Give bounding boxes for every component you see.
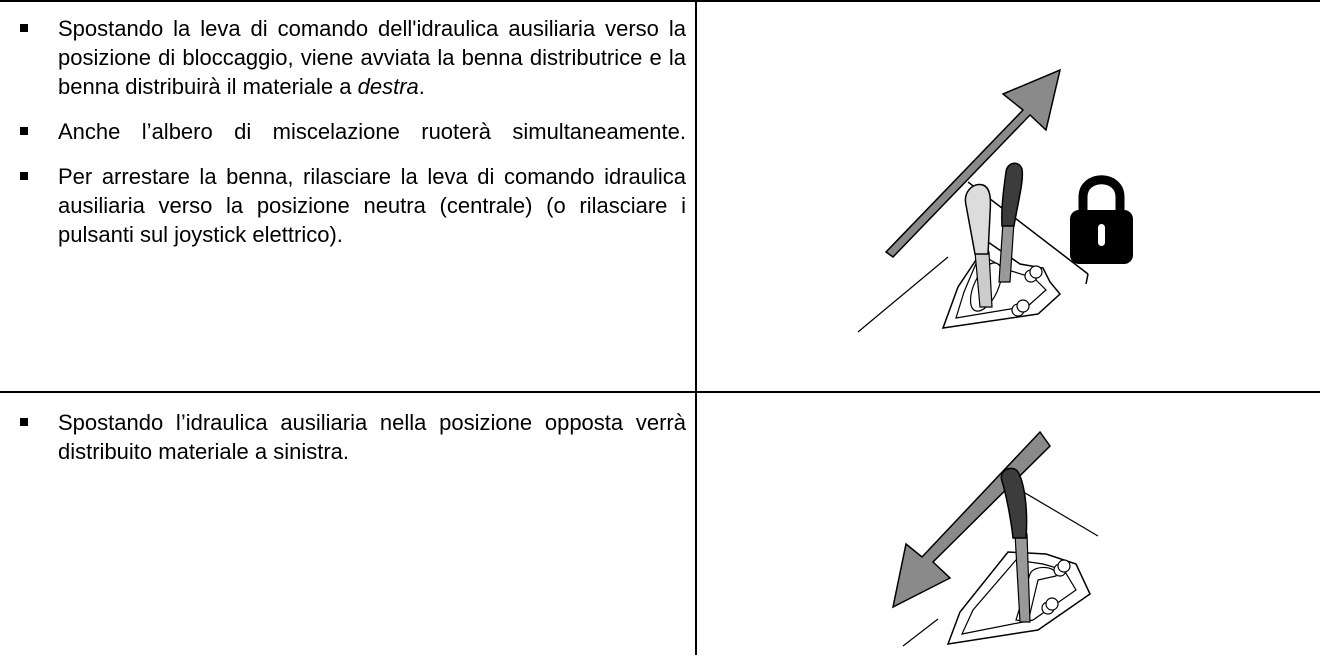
lever-dark-icon	[998, 162, 1024, 283]
list-item: Anche l’albero di miscelazione ruoterà s…	[18, 117, 686, 146]
list-item-text: Spostando l’idraulica ausiliaria nella p…	[58, 410, 686, 464]
list-item-text: Per arrestare la benna, rilasciare la le…	[58, 164, 686, 247]
lever-opposite-illustration	[891, 430, 1099, 647]
row2-illustration	[698, 394, 1318, 655]
row1-text-cell: Spostando la leva di comando dell'idraul…	[0, 14, 696, 249]
bullet-icon	[20, 172, 28, 180]
bullet-icon	[20, 24, 28, 32]
list-item: Spostando l’idraulica ausiliaria nella p…	[18, 408, 686, 466]
table-border-top	[0, 0, 1320, 2]
housing-edge-line	[857, 256, 949, 333]
housing-edge-line	[1085, 273, 1089, 285]
lever-light-icon	[964, 183, 993, 308]
lever-dark-icon	[1000, 467, 1031, 623]
list-item-suffix: .	[418, 74, 425, 99]
lever-base-plate	[941, 240, 1062, 329]
bullet-icon	[20, 418, 28, 426]
list-item: Per arrestare la benna, rilasciare la le…	[18, 162, 686, 249]
lever-lock-illustration	[857, 68, 1133, 333]
bullet-icon	[20, 127, 28, 135]
column-divider	[695, 0, 697, 655]
list-item-text: Spostando la leva di comando dell'idraul…	[58, 16, 686, 99]
lock-icon	[1070, 175, 1133, 264]
row-divider	[0, 391, 1320, 393]
list-item-emphasis: destra	[357, 74, 419, 99]
list-item-text: Anche l’albero di miscelazione ruoterà s…	[58, 119, 686, 144]
row2-text-cell: Spostando l’idraulica ausiliaria nella p…	[0, 408, 696, 466]
list-item: Spostando la leva di comando dell'idraul…	[18, 14, 686, 101]
arrow-up-right-icon	[884, 68, 1062, 258]
row1-illustration	[698, 2, 1318, 390]
housing-edge-line	[902, 618, 939, 647]
